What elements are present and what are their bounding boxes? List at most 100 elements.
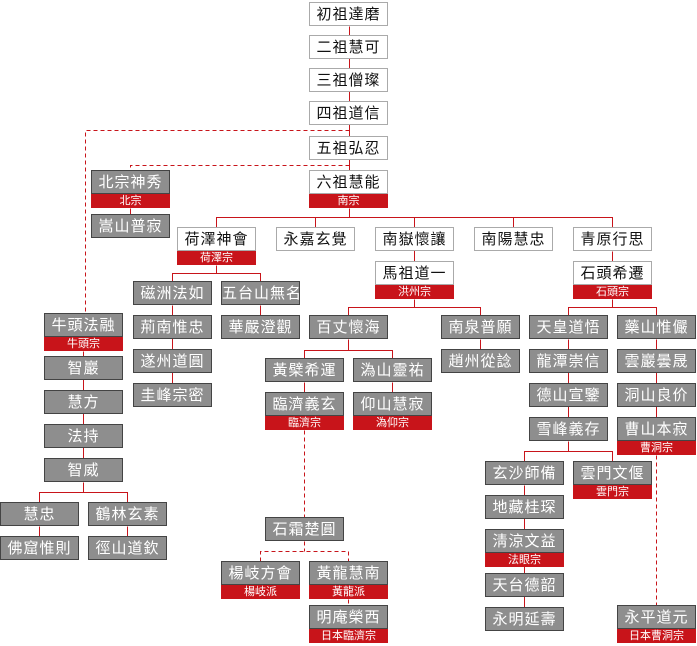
lineage-node: 臨濟義玄臨濟宗 — [265, 392, 344, 430]
lineage-node: 南陽慧忠 — [474, 227, 553, 251]
lineage-node: 智威 — [44, 458, 123, 482]
master-name: 華嚴澄觀 — [221, 315, 300, 339]
lineage-node: 雲門文偃雲門宗 — [573, 461, 652, 499]
master-name: 淸涼文益 — [485, 529, 564, 553]
master-name: 雲門文偃 — [573, 461, 652, 485]
master-name: 慧忠 — [0, 502, 79, 526]
lineage-node: 五台山無名 — [221, 281, 300, 305]
master-name: 明庵榮西 — [309, 605, 388, 629]
master-name: 鶴林玄素 — [88, 502, 167, 526]
master-name: 牛頭法融 — [44, 313, 123, 337]
master-name: 龍潭崇信 — [529, 349, 608, 373]
lineage-node: 六祖慧能南宗 — [309, 170, 388, 208]
lineage-node: 智巖 — [44, 356, 123, 380]
master-name: 仰山慧寂 — [353, 392, 432, 416]
lineage-node: 黃檗希運 — [265, 358, 344, 382]
lineage-line — [172, 273, 261, 282]
master-name: 南泉普願 — [441, 315, 520, 339]
lineage-node: 仰山慧寂溈仰宗 — [353, 392, 432, 430]
master-name: 趙州從諗 — [441, 349, 520, 373]
lineage-node: 雪峰義存 — [529, 417, 608, 441]
lineage-node: 荊南惟忠 — [133, 315, 212, 339]
lineage-node: 百丈懷海 — [309, 315, 388, 339]
school-tag: 黃龍派 — [309, 585, 388, 599]
lineage-node: 曹山本寂曹洞宗 — [617, 417, 696, 455]
lineage-node: 溈山靈祐 — [353, 358, 432, 382]
lineage-node: 南嶽懷讓 — [375, 227, 454, 251]
school-tag: 南宗 — [309, 194, 388, 208]
master-name: 永嘉玄覺 — [276, 227, 355, 251]
lineage-node: 牛頭法融牛頭宗 — [44, 313, 123, 351]
school-tag: 溈仰宗 — [353, 416, 432, 430]
lineage-node: 華嚴澄觀 — [221, 315, 300, 339]
lineage-node: 淸涼文益法眼宗 — [485, 529, 564, 567]
lineage-node: 三祖僧璨 — [309, 68, 388, 92]
master-name: 初祖達磨 — [309, 2, 388, 26]
lineage-node: 圭峰宗密 — [133, 383, 212, 407]
master-name: 六祖慧能 — [309, 170, 388, 194]
master-name: 洞山良价 — [617, 383, 696, 407]
school-tag: 石頭宗 — [573, 285, 652, 299]
school-tag: 曹洞宗 — [617, 441, 696, 455]
master-name: 圭峰宗密 — [133, 383, 212, 407]
lineage-node: 佛窟惟則 — [0, 536, 79, 560]
school-tag: 臨濟宗 — [265, 416, 344, 430]
master-name: 天台德韶 — [485, 573, 564, 597]
master-name: 永平道元 — [617, 605, 696, 629]
lineage-node: 南泉普願 — [441, 315, 520, 339]
master-name: 南嶽懷讓 — [375, 227, 454, 251]
lineage-node: 天皇道悟 — [529, 315, 608, 339]
indirect-lineage-line — [130, 165, 350, 171]
master-name: 石頭希遷 — [573, 261, 652, 285]
lineage-node: 四祖道信 — [309, 101, 388, 125]
master-name: 嵩山普寂 — [91, 214, 170, 238]
lineage-node: 永明延壽 — [485, 607, 564, 631]
master-name: 徑山道欽 — [88, 536, 167, 560]
lineage-node: 北宗神秀北宗 — [91, 170, 170, 208]
master-name: 永明延壽 — [485, 607, 564, 631]
lineage-line — [39, 492, 128, 503]
master-name: 青原行思 — [573, 227, 652, 251]
lineage-line — [524, 451, 613, 462]
lineage-node: 石頭希遷石頭宗 — [573, 261, 652, 299]
master-name: 五台山無名 — [221, 281, 300, 305]
master-name: 二祖慧可 — [309, 35, 388, 59]
master-name: 北宗神秀 — [91, 170, 170, 194]
school-tag: 洪州宗 — [375, 285, 454, 299]
lineage-node: 鶴林玄素 — [88, 502, 167, 526]
school-tag: 雲門宗 — [573, 485, 652, 499]
lineage-node: 龍潭崇信 — [529, 349, 608, 373]
lineage-node: 慧忠 — [0, 502, 79, 526]
school-tag: 法眼宗 — [485, 553, 564, 567]
lineage-node: 雲巖曇晟 — [617, 349, 696, 373]
master-name: 楊岐方會 — [221, 561, 300, 585]
lineage-line — [568, 307, 657, 316]
master-name: 雪峰義存 — [529, 417, 608, 441]
master-name: 曹山本寂 — [617, 417, 696, 441]
master-name: 馬祖道一 — [375, 261, 454, 285]
school-tag: 荷澤宗 — [177, 251, 256, 265]
master-name: 慧方 — [44, 390, 123, 414]
school-tag: 日本曹洞宗 — [617, 629, 696, 643]
lineage-node: 徑山道欽 — [88, 536, 167, 560]
lineage-node: 永嘉玄覺 — [276, 227, 355, 251]
master-name: 天皇道悟 — [529, 315, 608, 339]
lineage-node: 天台德韶 — [485, 573, 564, 597]
master-name: 五祖弘忍 — [309, 136, 388, 160]
master-name: 荊南惟忠 — [133, 315, 212, 339]
lineage-node: 地藏桂琛 — [485, 495, 564, 519]
master-name: 智威 — [44, 458, 123, 482]
lineage-node: 遂州道圓 — [133, 349, 212, 373]
master-name: 德山宣鑒 — [529, 383, 608, 407]
lineage-node: 藥山惟儼 — [617, 315, 696, 339]
master-name: 百丈懷海 — [309, 315, 388, 339]
lineage-node: 明庵榮西日本臨濟宗 — [309, 605, 388, 643]
lineage-node: 青原行思 — [573, 227, 652, 251]
lineage-node: 洞山良价 — [617, 383, 696, 407]
master-name: 磁洲法如 — [133, 281, 212, 305]
master-name: 三祖僧璨 — [309, 68, 388, 92]
lineage-node: 楊岐方會楊岐派 — [221, 561, 300, 599]
lineage-line — [348, 307, 481, 316]
master-name: 溈山靈祐 — [353, 358, 432, 382]
